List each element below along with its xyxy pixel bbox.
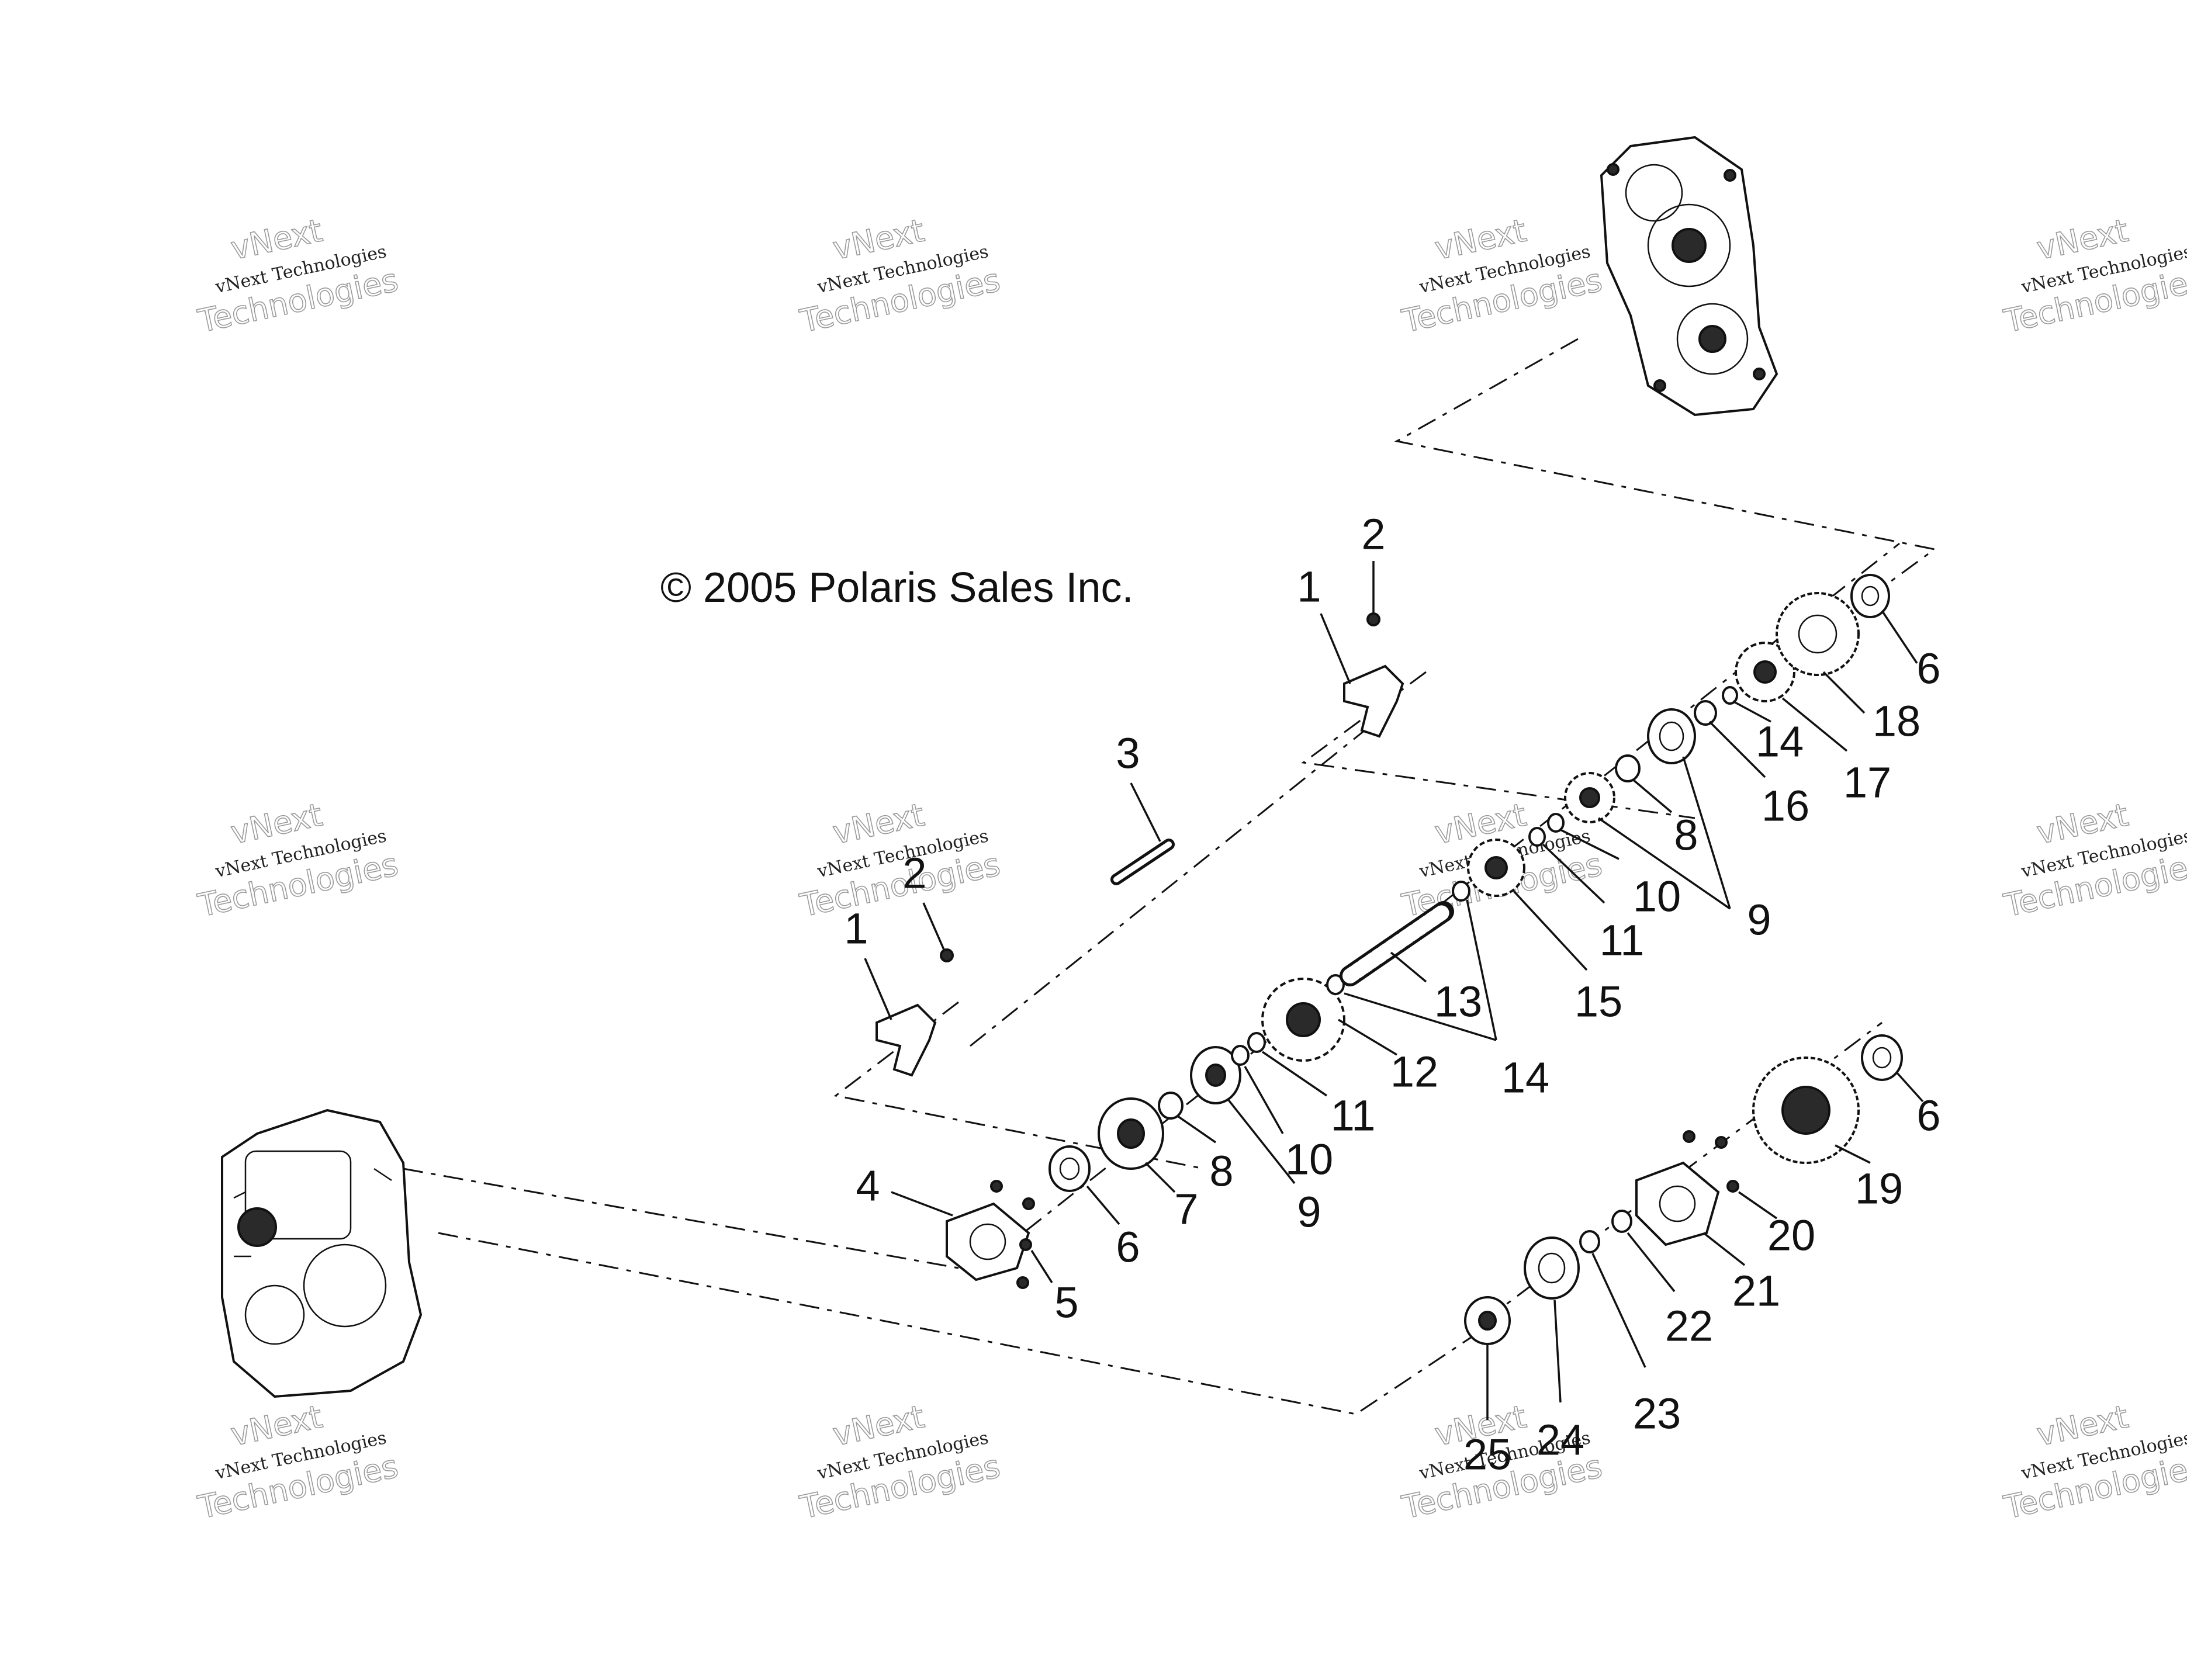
- callout-11-lower: 11: [1331, 1092, 1376, 1140]
- callout-8-upper: 8: [1674, 811, 1698, 860]
- ring-11-lower: [1247, 1032, 1266, 1053]
- callout-9-lower: 9: [1297, 1188, 1321, 1236]
- callout-12: 12: [1390, 1048, 1438, 1096]
- shaft-13: [1340, 901, 1454, 986]
- bearing-6-upper: [1850, 574, 1890, 618]
- callout-7: 7: [1174, 1185, 1198, 1234]
- callout-6-upper: 6: [1916, 645, 1940, 693]
- callout-2-lower: 2: [902, 849, 926, 898]
- washer-8-lower: [1158, 1092, 1184, 1120]
- callout-18: 18: [1873, 697, 1920, 746]
- gear-12: [1261, 978, 1345, 1062]
- bearing-6-lower: [1861, 1034, 1903, 1081]
- callout-25: 25: [1463, 1430, 1511, 1479]
- dashed-line-case-upper: [403, 1168, 959, 1269]
- shift-fork-lower: [876, 948, 954, 1077]
- callout-22: 22: [1665, 1302, 1713, 1350]
- callout-24: 24: [1537, 1416, 1584, 1464]
- callout-6-left: 6: [1116, 1223, 1140, 1272]
- callout-15: 15: [1574, 978, 1622, 1026]
- bearing-retainer-21: [1635, 1130, 1739, 1246]
- callout-1-lower: 1: [844, 905, 868, 953]
- copyright-notice: © 2005 Polaris Sales Inc.: [660, 564, 1133, 611]
- callout-23: 23: [1633, 1390, 1681, 1438]
- ring-14-upper: [1722, 686, 1738, 705]
- callout-20: 20: [1767, 1211, 1815, 1260]
- transmission-cover: [1600, 136, 1778, 417]
- washer-8-upper: [1615, 754, 1641, 782]
- callout-10-upper: 10: [1633, 872, 1681, 921]
- washer-16: [1694, 700, 1717, 726]
- callout-13: 13: [1434, 978, 1482, 1026]
- callout-16: 16: [1762, 782, 1809, 830]
- callout-19: 19: [1855, 1165, 1903, 1213]
- ring-11-upper: [1528, 827, 1546, 847]
- dashed-line-top-cover: [1394, 338, 1937, 615]
- shift-fork-upper: [1343, 612, 1404, 738]
- leader-lines: [864, 561, 1924, 1420]
- bearing-24: [1524, 1236, 1580, 1300]
- gear-15: [1467, 839, 1525, 897]
- callout-14-upper: 14: [1756, 718, 1804, 766]
- gear-9-lower: [1190, 1046, 1241, 1104]
- bearing-9-upper: [1647, 708, 1696, 764]
- callout-21: 21: [1732, 1267, 1780, 1315]
- callout-11-upper: 11: [1600, 916, 1645, 965]
- callout-6-lower: 6: [1916, 1092, 1940, 1140]
- assembly-dashed-lines: [403, 338, 1937, 1415]
- bearing-6-left: [1048, 1145, 1091, 1192]
- callout-3: 3: [1116, 729, 1140, 778]
- ring-22: [1611, 1210, 1632, 1233]
- callout-14-lower: 14: [1501, 1054, 1549, 1102]
- output-shaft-25: [1464, 1296, 1511, 1345]
- shift-rail: [1110, 839, 1175, 885]
- washer-10-lower: [1231, 1045, 1250, 1066]
- dashed-line-shaft-axis: [970, 718, 1380, 1047]
- callout-5: 5: [1054, 1279, 1078, 1327]
- callout-17: 17: [1843, 758, 1891, 807]
- ring-14-mid: [1452, 881, 1470, 902]
- callout-2-upper: 2: [1361, 510, 1385, 559]
- callout-labels: 1 2 3 2 1 6 18 14 17 16 8 10 9 11 13 15 …: [844, 510, 1940, 1479]
- gear-7: [1098, 1097, 1164, 1170]
- dashed-line-case-lower: [438, 1232, 1479, 1415]
- callout-1-upper: 1: [1297, 563, 1321, 611]
- callout-9-upper: 9: [1747, 896, 1771, 944]
- callout-10-lower: 10: [1285, 1135, 1333, 1184]
- ring-23: [1579, 1230, 1600, 1253]
- transmission-case: [221, 1109, 423, 1398]
- washer-10-upper: [1547, 813, 1565, 833]
- ring-14-lower: [1326, 974, 1345, 995]
- gear-18: [1776, 592, 1860, 676]
- callout-8-lower: 8: [1209, 1147, 1233, 1196]
- gear-19: [1752, 1057, 1860, 1164]
- gear-17: [1735, 642, 1795, 702]
- callout-4: 4: [856, 1162, 880, 1210]
- gear-9-upper: [1564, 772, 1615, 823]
- retainer-plate-4: [946, 1180, 1035, 1289]
